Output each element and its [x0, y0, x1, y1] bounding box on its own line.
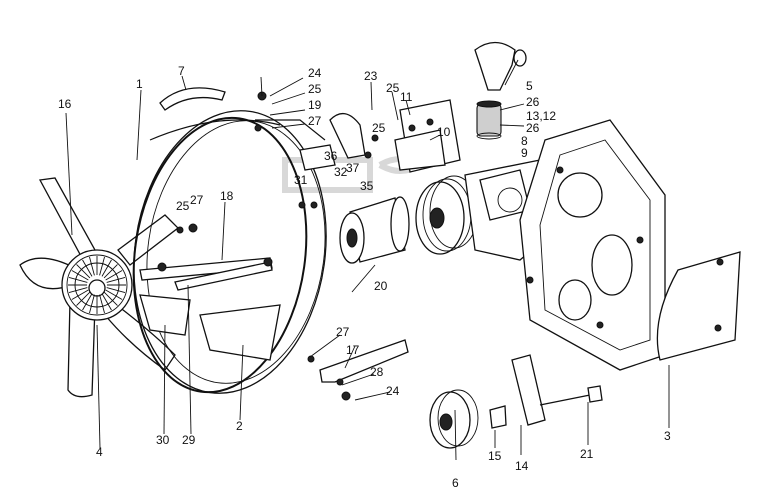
label-28: 28	[370, 365, 384, 379]
fan-hub-rib	[105, 289, 123, 300]
cover-part-3	[656, 251, 741, 361]
fan-hub-rib	[76, 264, 91, 279]
label-27-top: 27	[308, 114, 322, 128]
label-19: 19	[308, 98, 322, 112]
fan-hub-rib	[99, 294, 105, 314]
label-23: 23	[364, 69, 378, 83]
fan-hub-rib	[71, 289, 89, 300]
label-25-top: 25	[308, 82, 322, 96]
label-32: 32	[334, 165, 348, 179]
label-29: 29	[182, 433, 196, 447]
label-8: 8	[521, 134, 528, 148]
fan-hub-rib	[68, 277, 88, 283]
fan-hub-rib	[105, 270, 123, 281]
bracket-17	[319, 339, 409, 383]
label-13-12: 13,12	[526, 109, 556, 123]
fan-assembly	[19, 177, 179, 398]
fan-hub-rib	[101, 259, 112, 277]
label-11: 11	[400, 90, 413, 104]
fan-hub-rib	[82, 259, 93, 277]
label-14: 14	[515, 459, 529, 473]
fan-hub-rib	[103, 291, 118, 306]
label-5: 5	[526, 79, 533, 93]
label-3: 3	[664, 429, 671, 443]
arc-part-7	[159, 87, 226, 111]
label-15: 15	[488, 449, 502, 463]
label-20: 20	[374, 279, 388, 293]
label-6: 6	[452, 476, 459, 490]
label-25-left: 25	[176, 199, 190, 213]
label-35: 35	[360, 179, 374, 193]
label-10: 10	[437, 125, 451, 139]
fan-hub-rib	[89, 256, 95, 276]
fan-hub-rib	[68, 287, 88, 293]
label-21: 21	[580, 447, 594, 461]
fan-shroud	[132, 110, 327, 394]
label-7: 7	[178, 64, 185, 78]
label-2: 2	[236, 419, 243, 433]
label-26-top: 26	[526, 95, 540, 109]
fan-hub-rib	[106, 287, 126, 293]
label-4: 4	[96, 445, 103, 459]
thermostat-housing	[299, 99, 461, 173]
label-31: 31	[294, 173, 308, 187]
idler-assembly	[429, 354, 603, 449]
label-25-lower: 25	[372, 121, 386, 135]
leader-lines	[65, 59, 670, 461]
fan-hub-rib	[101, 293, 112, 311]
label-24-top: 24	[308, 66, 322, 80]
filler-fitting	[474, 41, 527, 140]
timing-housing	[519, 119, 666, 371]
fan-hub-rib	[106, 277, 126, 283]
label-18: 18	[220, 189, 234, 203]
fan-hub-rib	[71, 270, 89, 281]
fan-hub-rib	[103, 264, 118, 279]
label-30: 30	[156, 433, 170, 447]
label-37: 37	[346, 161, 360, 175]
callout-labels: 16 4 1 7 18 25 27 2 29 30 24 25 19 27 23…	[58, 64, 671, 490]
fan-hub-rib	[76, 291, 91, 306]
fan-hub-rib	[82, 293, 93, 311]
fan-hub-rib	[89, 294, 95, 314]
fasteners	[176, 91, 351, 401]
label-25-mid: 25	[386, 81, 400, 95]
pulley-20	[339, 196, 410, 264]
label-9: 9	[521, 146, 528, 160]
label-27-bottom: 27	[336, 325, 350, 339]
label-17: 17	[346, 343, 360, 357]
label-36: 36	[324, 149, 338, 163]
fan-hub-rib	[99, 256, 105, 276]
label-16: 16	[58, 97, 72, 111]
fan-brackets	[139, 257, 281, 361]
label-26-lower: 26	[526, 121, 540, 135]
label-27-left: 27	[190, 193, 204, 207]
label-24-bottom: 24	[386, 384, 400, 398]
label-1: 1	[136, 77, 143, 91]
